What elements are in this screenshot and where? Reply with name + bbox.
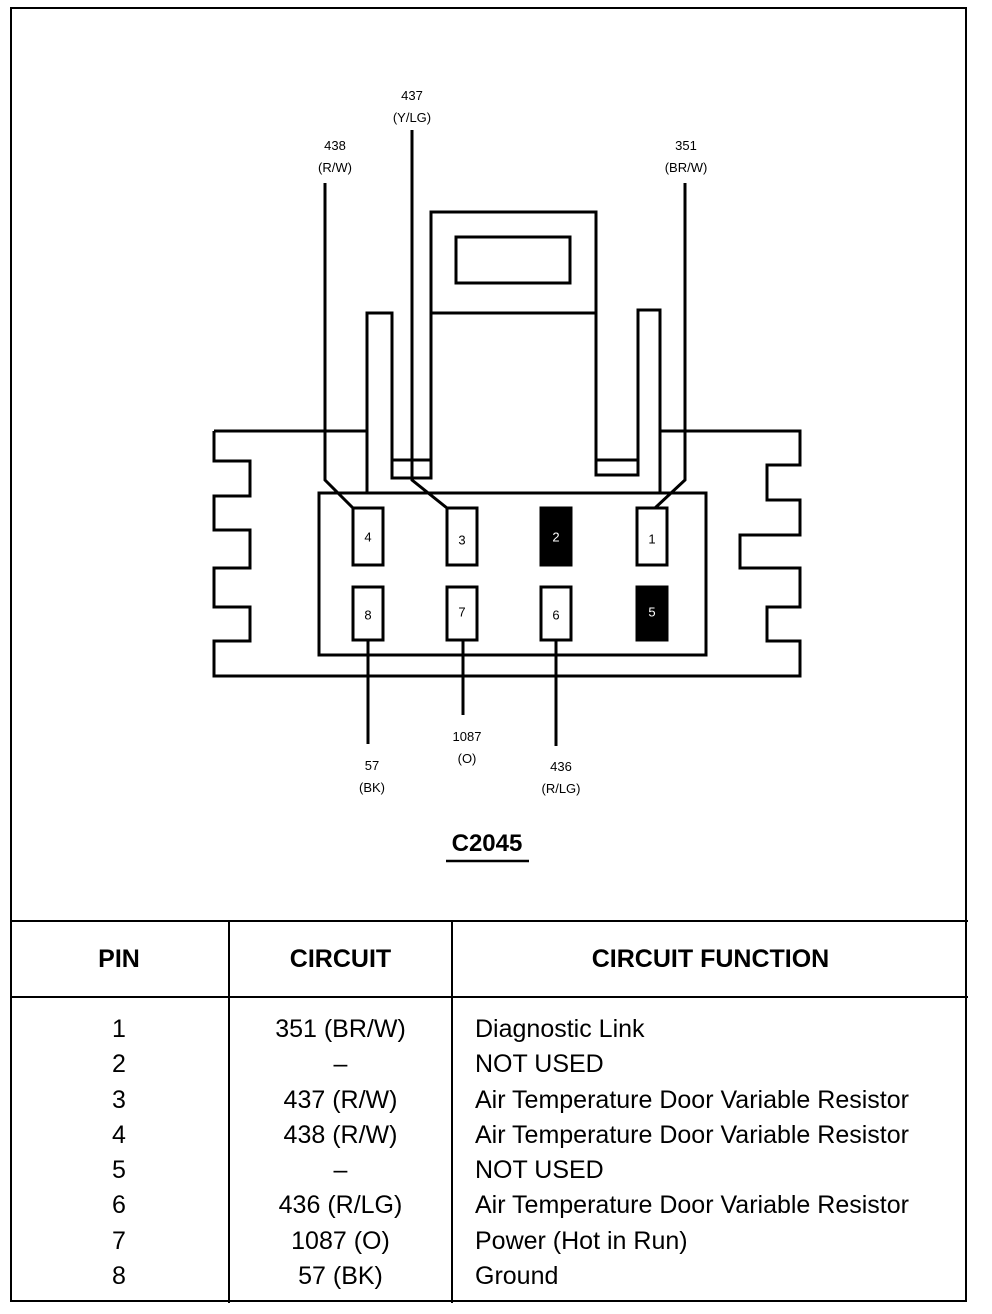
circuit-value: 437 (R/W) xyxy=(283,1085,398,1114)
circuit-value: 1087 (O) xyxy=(291,1226,390,1255)
circuit-value: 438 (R/W) xyxy=(283,1120,398,1149)
wire-label-circuit: 436 xyxy=(550,759,572,774)
cavity-7 xyxy=(445,585,479,642)
wire-label-color: (Y/LG) xyxy=(393,110,431,125)
pin-column: 1 2 3 4 5 6 7 8 xyxy=(10,997,230,1303)
wire-label-color: (R/W) xyxy=(318,160,352,175)
wire-351 xyxy=(653,183,687,510)
pin-value: 5 xyxy=(112,1156,126,1185)
pin-value: 4 xyxy=(112,1120,126,1149)
wire-label-circuit: 351 xyxy=(675,138,697,153)
pin-number: 6 xyxy=(552,607,559,622)
wire-label-circuit: 437 xyxy=(401,88,423,103)
function-value: Power (Hot in Run) xyxy=(475,1226,688,1255)
pin-value: 2 xyxy=(112,1050,126,1079)
latch-window xyxy=(454,235,572,285)
pin-number: 2 xyxy=(552,529,559,544)
function-value: Air Temperature Door Variable Resistor xyxy=(475,1120,909,1149)
cavity-6 xyxy=(539,585,573,642)
cavity-8 xyxy=(351,585,385,642)
wire-label-color: (R/LG) xyxy=(542,781,581,796)
pin-number: 7 xyxy=(458,604,465,619)
table-body: 1 2 3 4 5 6 7 8 351 (BR/W) – 437 (R/W) 438 (R/W) – 4… xyxy=(10,997,968,1303)
pinout-table: PIN CIRCUIT CIRCUIT FUNCTION 1 2 3 4 5 6 7 8 35… xyxy=(10,920,968,1303)
wire-label-color: (O) xyxy=(458,751,477,766)
wire-437 xyxy=(410,130,448,510)
function-value: Air Temperature Door Variable Resistor xyxy=(475,1085,909,1114)
wire-label-color: (BR/W) xyxy=(665,160,708,175)
pin-number: 4 xyxy=(364,529,371,544)
cavity-2 xyxy=(539,506,573,567)
wire-438 xyxy=(323,183,355,510)
function-value: NOT USED xyxy=(475,1156,604,1185)
cavity-1 xyxy=(635,506,669,567)
pin-number: 5 xyxy=(648,604,655,619)
cavity-3 xyxy=(445,506,479,567)
function-value: Ground xyxy=(475,1262,559,1291)
cavity-5 xyxy=(635,585,669,642)
cavity-block xyxy=(317,491,708,657)
wire-label-circuit: 1087 xyxy=(453,729,482,744)
pin-number: 1 xyxy=(648,531,655,546)
circuit-value: – xyxy=(333,1156,348,1185)
header-function: CIRCUIT FUNCTION xyxy=(452,920,968,998)
function-value: Diagnostic Link xyxy=(475,1015,645,1043)
function-value: NOT USED xyxy=(475,1050,604,1079)
right-post xyxy=(594,308,662,493)
cavity-4 xyxy=(351,506,385,567)
circuit-value: – xyxy=(333,1050,348,1079)
pin-number: 8 xyxy=(364,607,371,622)
connector-housing-outline xyxy=(212,429,802,678)
pin-value: 6 xyxy=(112,1191,126,1220)
circuit-value: 57 (BK) xyxy=(298,1262,383,1291)
pin-value: 8 xyxy=(112,1262,126,1291)
wire-label-circuit: 57 xyxy=(365,758,379,773)
circuit-value: 436 (R/LG) xyxy=(278,1191,403,1220)
pin-value: 3 xyxy=(112,1085,126,1114)
wire-label-circuit: 438 xyxy=(324,138,346,153)
figure-frame xyxy=(10,7,967,1302)
wire-label-color: (BK) xyxy=(359,780,385,795)
circuit-column: 351 (BR/W) – 437 (R/W) 438 (R/W) – 436 (R/LG)… xyxy=(229,997,453,1303)
locking-latch xyxy=(429,210,598,478)
function-value: Air Temperature Door Variable Resistor xyxy=(475,1191,909,1220)
left-post xyxy=(365,311,433,493)
header-pin: PIN xyxy=(10,920,230,998)
circuit-value: 351 (BR/W) xyxy=(275,1015,406,1043)
pin-value: 7 xyxy=(112,1226,126,1255)
connector-name: C2045 xyxy=(452,830,523,857)
table-header-row: PIN CIRCUIT CIRCUIT FUNCTION xyxy=(10,920,968,998)
pin-value: 1 xyxy=(112,1015,126,1043)
header-circuit: CIRCUIT xyxy=(229,920,453,998)
pin-number: 3 xyxy=(458,532,465,547)
connector-diagram: 4 3 2 1 8 7 6 5 438 (R/W) 437 (Y/LG) 351… xyxy=(212,88,802,863)
